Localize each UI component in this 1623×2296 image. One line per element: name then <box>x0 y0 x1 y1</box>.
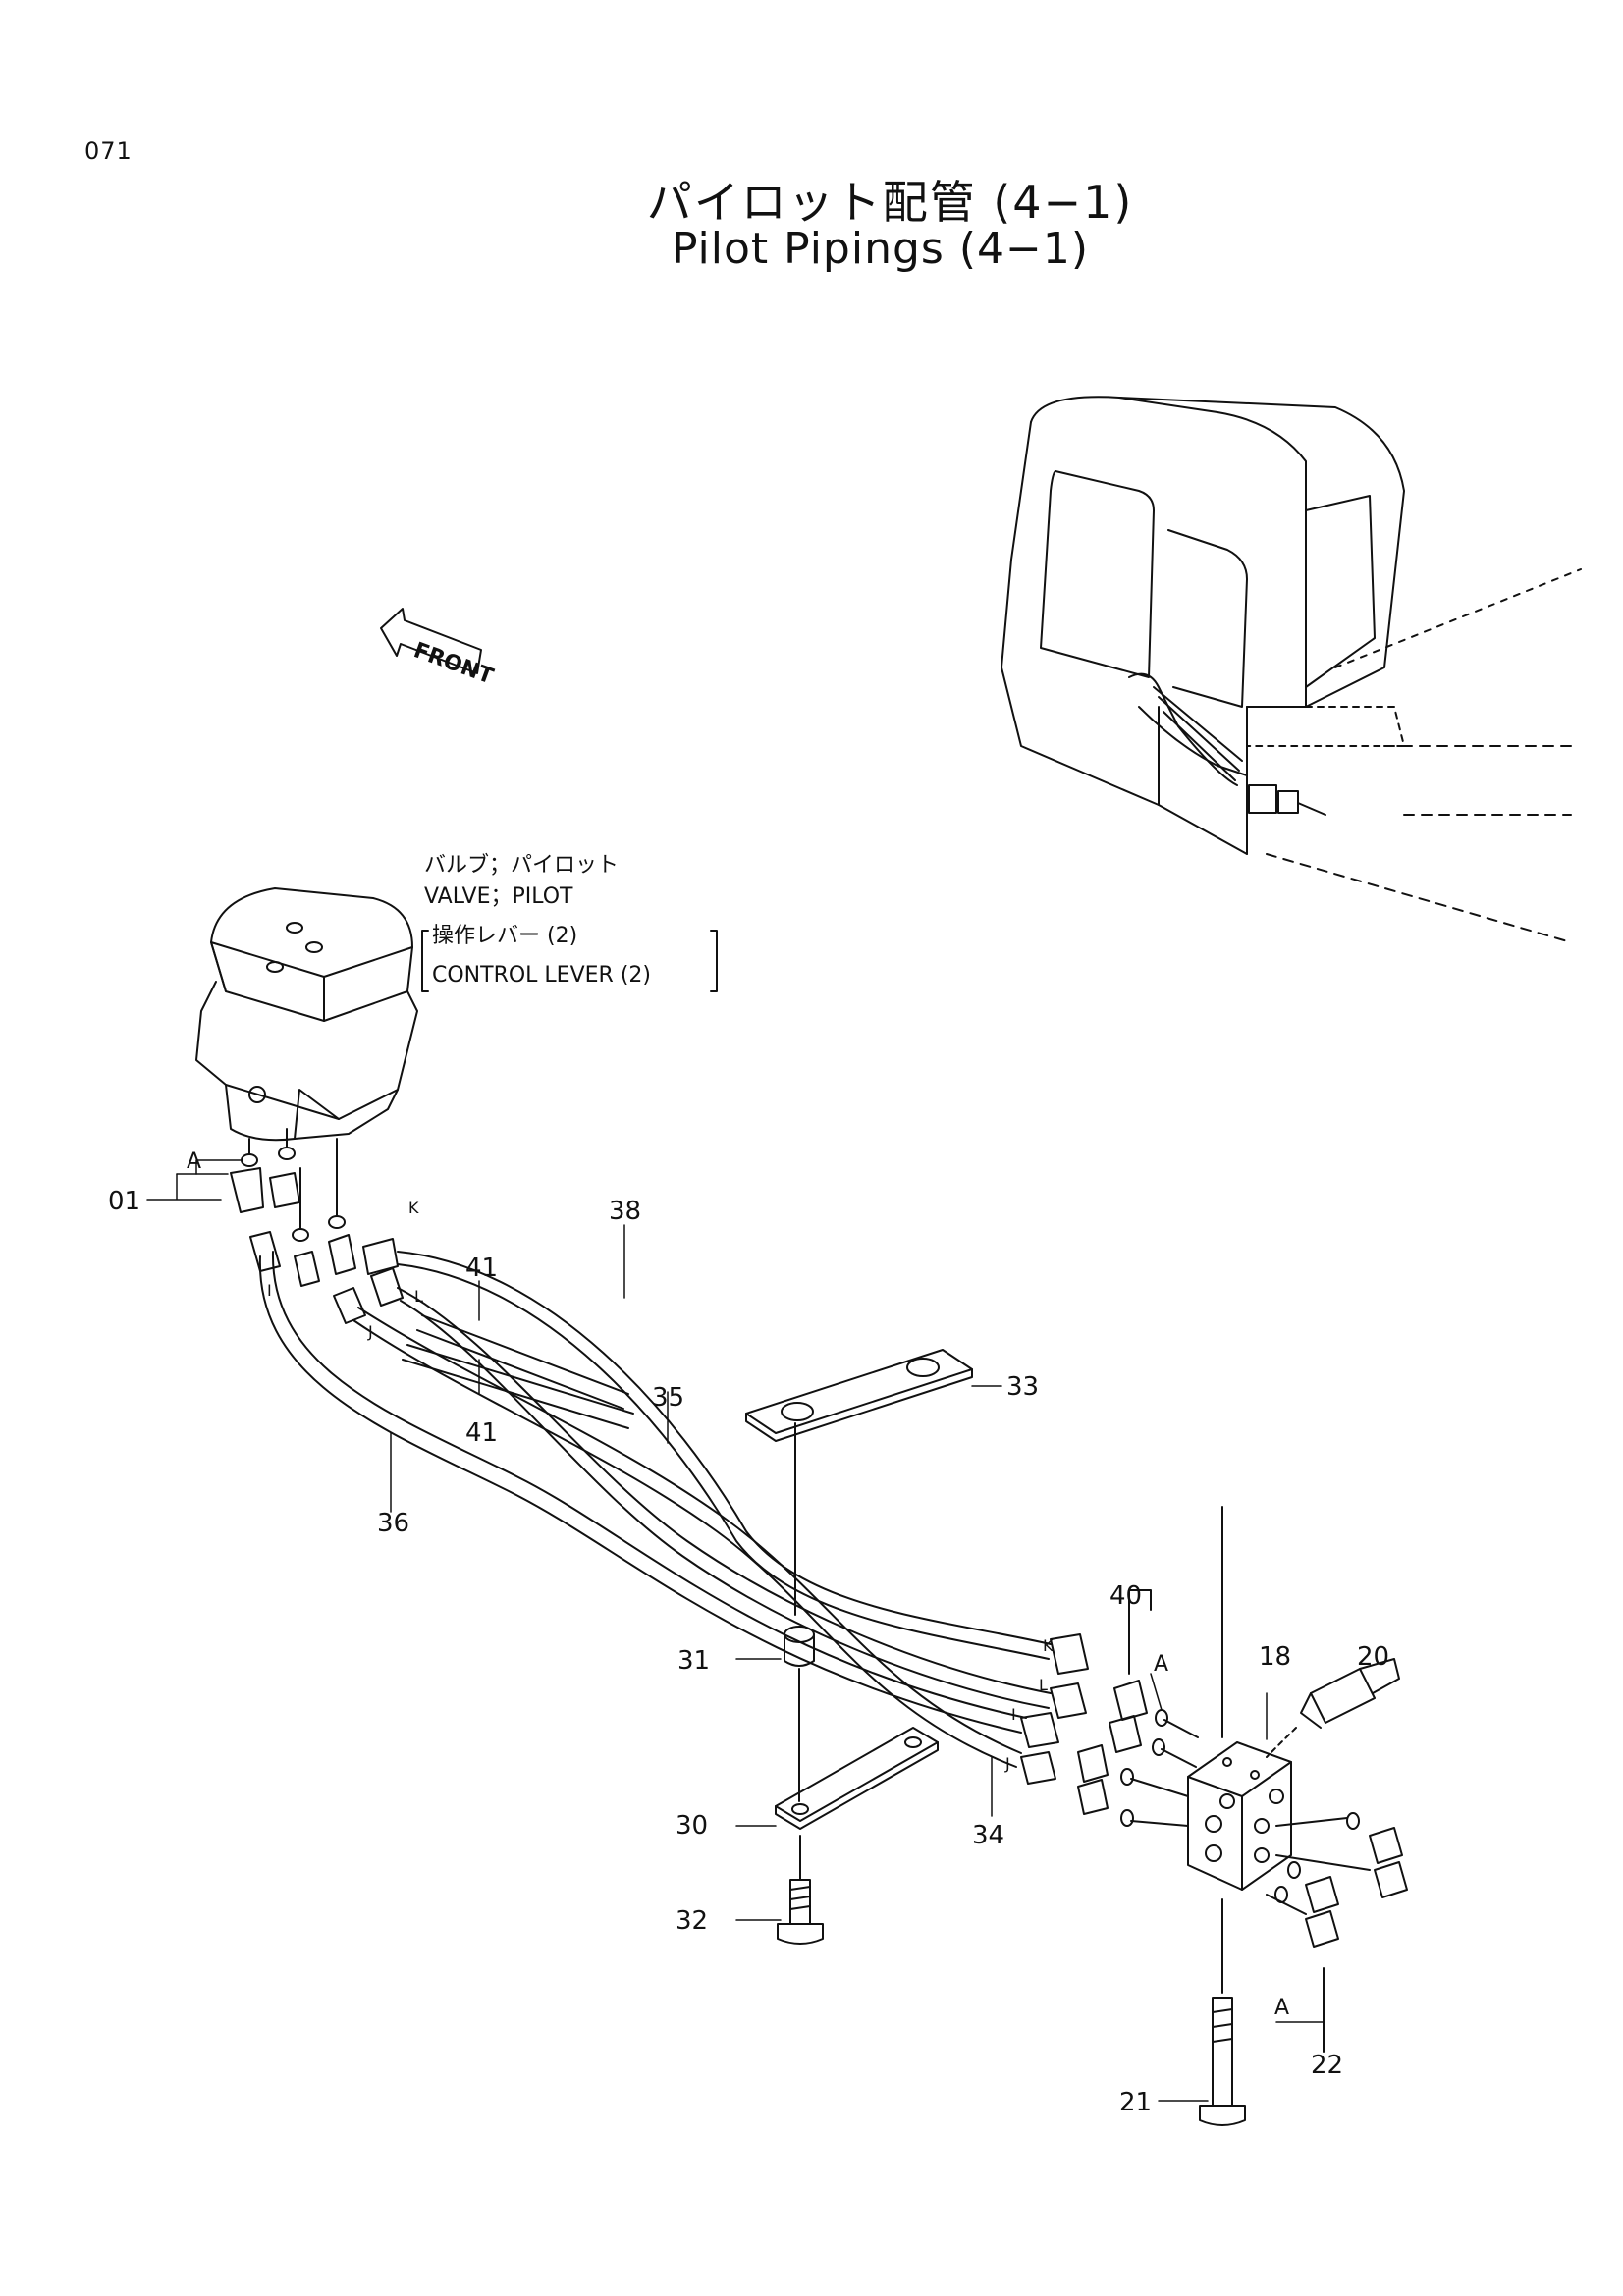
letter-a-block: A <box>1154 1652 1168 1677</box>
fittings-valve-side <box>230 1167 404 1324</box>
letter-l-valve: L <box>414 1287 423 1306</box>
callout-38: 38 <box>609 1197 641 1226</box>
hose-34 <box>352 1307 1022 1768</box>
plate-30 <box>775 1727 939 1881</box>
letter-k-valve: K <box>408 1199 419 1217</box>
hose-guard-41-upper <box>416 1314 629 1410</box>
letter-i-valve: I <box>267 1281 272 1300</box>
callout-18: 18 <box>1259 1642 1291 1672</box>
cab-illustration <box>1001 396 1582 943</box>
plate-33 <box>745 1349 973 1616</box>
front-label: FRONT <box>410 638 497 689</box>
callout-01: 01 <box>108 1187 140 1216</box>
callout-22: 22 <box>1311 2051 1343 2080</box>
page-title-japanese: パイロット配管 (4−1) <box>646 176 1134 229</box>
callout-31: 31 <box>677 1646 710 1676</box>
letter-j-valve: J <box>367 1322 373 1341</box>
letter-a-valve: A <box>187 1149 201 1174</box>
callout-36: 36 <box>377 1509 409 1538</box>
valve-annotation-bracket <box>421 930 718 992</box>
valve-label-en: VALVE；PILOT <box>424 884 573 909</box>
callout-33: 33 <box>1006 1372 1039 1402</box>
hose-end-fittings <box>1020 1633 1089 1785</box>
o-rings-valve <box>241 1128 346 1242</box>
letter-k-block: K <box>1043 1636 1054 1655</box>
callout-30: 30 <box>676 1811 708 1841</box>
bolt-32 <box>777 1879 824 1945</box>
callout-40: 40 <box>1109 1581 1142 1611</box>
callout-21: 21 <box>1119 2088 1152 2117</box>
callout-20: 20 <box>1357 1642 1389 1672</box>
callout-32: 32 <box>676 1906 708 1936</box>
letter-j-block: J <box>1004 1754 1010 1773</box>
letter-i-block: I <box>1011 1705 1016 1724</box>
callout-35: 35 <box>652 1383 684 1413</box>
spacer-31 <box>784 1626 815 1802</box>
block-18 <box>1187 1506 1292 1891</box>
front-arrow-icon <box>380 608 482 674</box>
callout-41-lower: 41 <box>465 1418 498 1448</box>
valve-label-jp: バルブ；パイロット <box>424 853 619 878</box>
hose-38 <box>397 1251 1052 1660</box>
page-number: 071 <box>84 137 133 165</box>
lever-label-en: CONTROL LEVER (2) <box>432 963 651 988</box>
page-title-english: Pilot Pipings (4−1) <box>671 224 1090 274</box>
bolt-21 <box>1199 1898 1246 2126</box>
o-rings-block <box>1120 1709 1199 1827</box>
connection-letters: A A A K K L L I I J J <box>187 1149 1289 2020</box>
pressure-sensor-20 <box>1266 1658 1400 1758</box>
lever-label-jp: 操作レバー (2) <box>432 924 577 948</box>
part-callouts: 01 38 41 41 35 33 36 40 18 20 31 30 34 3… <box>108 1187 1389 2117</box>
callout-41-upper: 41 <box>465 1254 498 1283</box>
pilot-valve-body <box>195 887 418 1142</box>
hose-36 <box>258 1251 1027 1734</box>
leader-lines <box>146 1159 1325 2102</box>
callout-34: 34 <box>972 1821 1004 1850</box>
hose-35 <box>397 1287 1052 1709</box>
annotation-text: FRONT バルブ；パイロット VALVE；PILOT 操作レバー (2) CO… <box>410 638 651 988</box>
hose-guard-41-lower <box>402 1344 634 1429</box>
adapters-40 <box>1077 1589 1152 1815</box>
letter-a-bottom: A <box>1274 1996 1289 2020</box>
letter-l-block: L <box>1039 1676 1048 1694</box>
